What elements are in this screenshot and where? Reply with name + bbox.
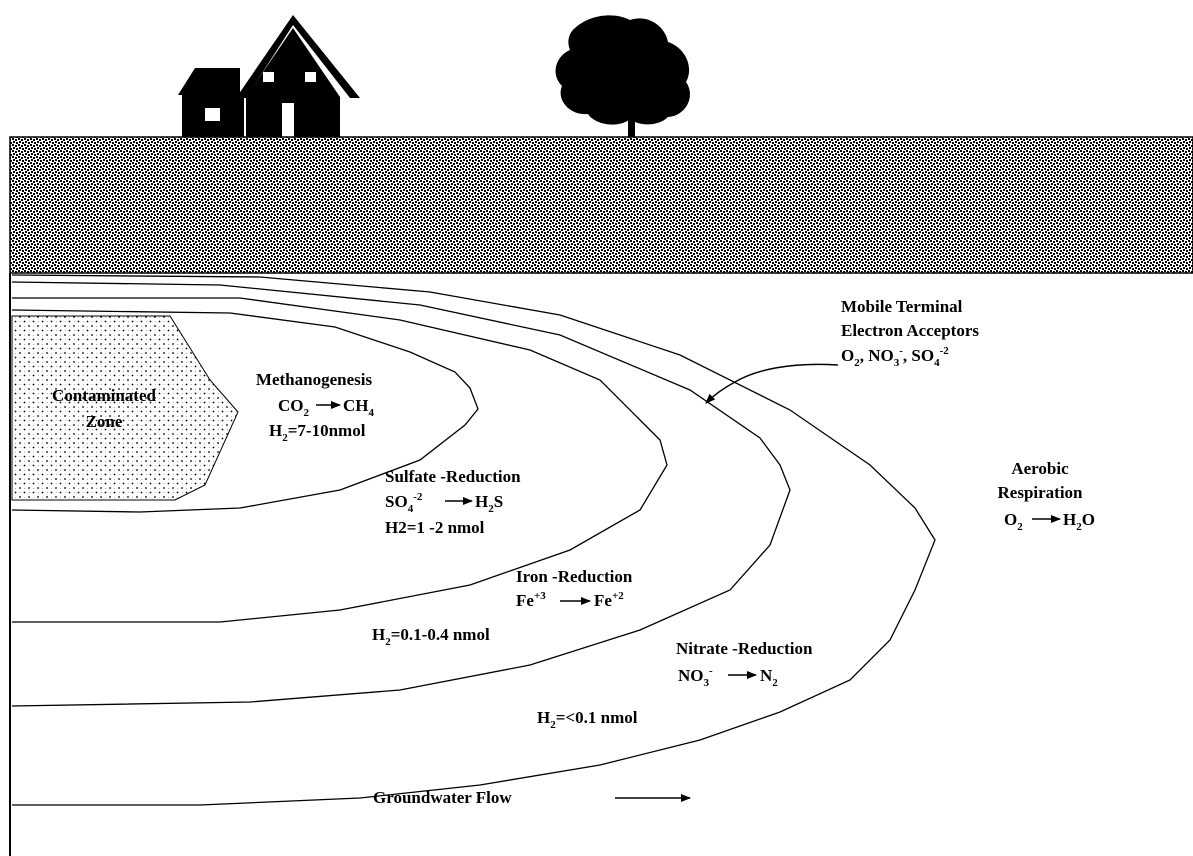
iron-reduction-boundary <box>11 281 791 707</box>
sulfate-reduction-h2: H2=1 -2 nmol <box>385 518 485 537</box>
nitrate-reduction-title: Nitrate -Reduction <box>676 639 813 658</box>
sulfate-reduction-label: Sulfate -Reduction SO4-2 H2S H2=1 -2 nmo… <box>385 467 521 537</box>
nitrate-reduction-label: Nitrate -Reduction NO3- N2 H2=<0.1 nmol <box>537 639 813 731</box>
contaminated-zone-label-line1: Contaminated <box>52 386 156 405</box>
electron-acceptor-callout: Mobile Terminal Electron Acceptors O2, N… <box>841 297 979 369</box>
sulfate-reduction-reaction-from: SO4-2 <box>385 491 423 515</box>
callout-arrow <box>705 363 839 404</box>
tree-icon <box>555 15 690 138</box>
callout-line3: O2, NO3-, SO4-2 <box>841 345 949 369</box>
methanogenesis-h2: H2=7-10nmol <box>269 421 366 444</box>
sulfate-reduction-title: Sulfate -Reduction <box>385 467 521 486</box>
contaminated-zone-label: Contaminated Zone <box>52 386 156 431</box>
groundwater-flow-label: Groundwater Flow <box>373 788 512 807</box>
sulfate-reduction-reaction-to: H2S <box>475 492 503 515</box>
methanogenesis-title: Methanogenesis <box>256 370 373 389</box>
nitrate-reduction-h2: H2=<0.1 nmol <box>537 708 638 731</box>
callout-line1: Mobile Terminal <box>841 297 963 316</box>
iron-reduction-label: Iron -Reduction Fe+3 Fe+2 H2=0.1-0.4 nmo… <box>372 567 633 648</box>
methanogenesis-reaction-from: CO2 <box>278 396 310 419</box>
nitrate-reduction-reaction-to: N2 <box>760 666 778 689</box>
aerobic-title-line1: Aerobic <box>1011 459 1069 478</box>
contaminated-zone-label-line2: Zone <box>86 412 123 431</box>
iron-reduction-reaction-from: Fe+3 <box>516 590 546 610</box>
nitrate-reduction-reaction-from: NO3- <box>678 665 713 689</box>
redox-boundaries <box>11 274 936 806</box>
aerobic-reaction-from: O2 <box>1004 510 1023 533</box>
nitrate-reduction-boundary <box>11 274 936 806</box>
aerobic-respiration-label: Aerobic Respiration O2 H2O <box>998 459 1095 533</box>
methanogenesis-boundary <box>11 309 479 513</box>
callout-line2: Electron Acceptors <box>841 321 979 340</box>
aerobic-title-line2: Respiration <box>998 483 1084 502</box>
contaminated-zone <box>11 315 239 501</box>
iron-reduction-h2: H2=0.1-0.4 nmol <box>372 625 490 648</box>
aerobic-reaction-to: H2O <box>1063 510 1095 533</box>
sulfate-reduction-boundary <box>12 297 668 623</box>
methanogenesis-reaction-to: CH4 <box>343 396 375 419</box>
iron-reduction-title: Iron -Reduction <box>516 567 633 586</box>
iron-reduction-reaction-to: Fe+2 <box>594 590 624 610</box>
house-icon <box>178 15 360 137</box>
soil-layer <box>9 136 1193 274</box>
methanogenesis-label: Methanogenesis CO2 CH4 H2=7-10nmol <box>256 370 375 444</box>
